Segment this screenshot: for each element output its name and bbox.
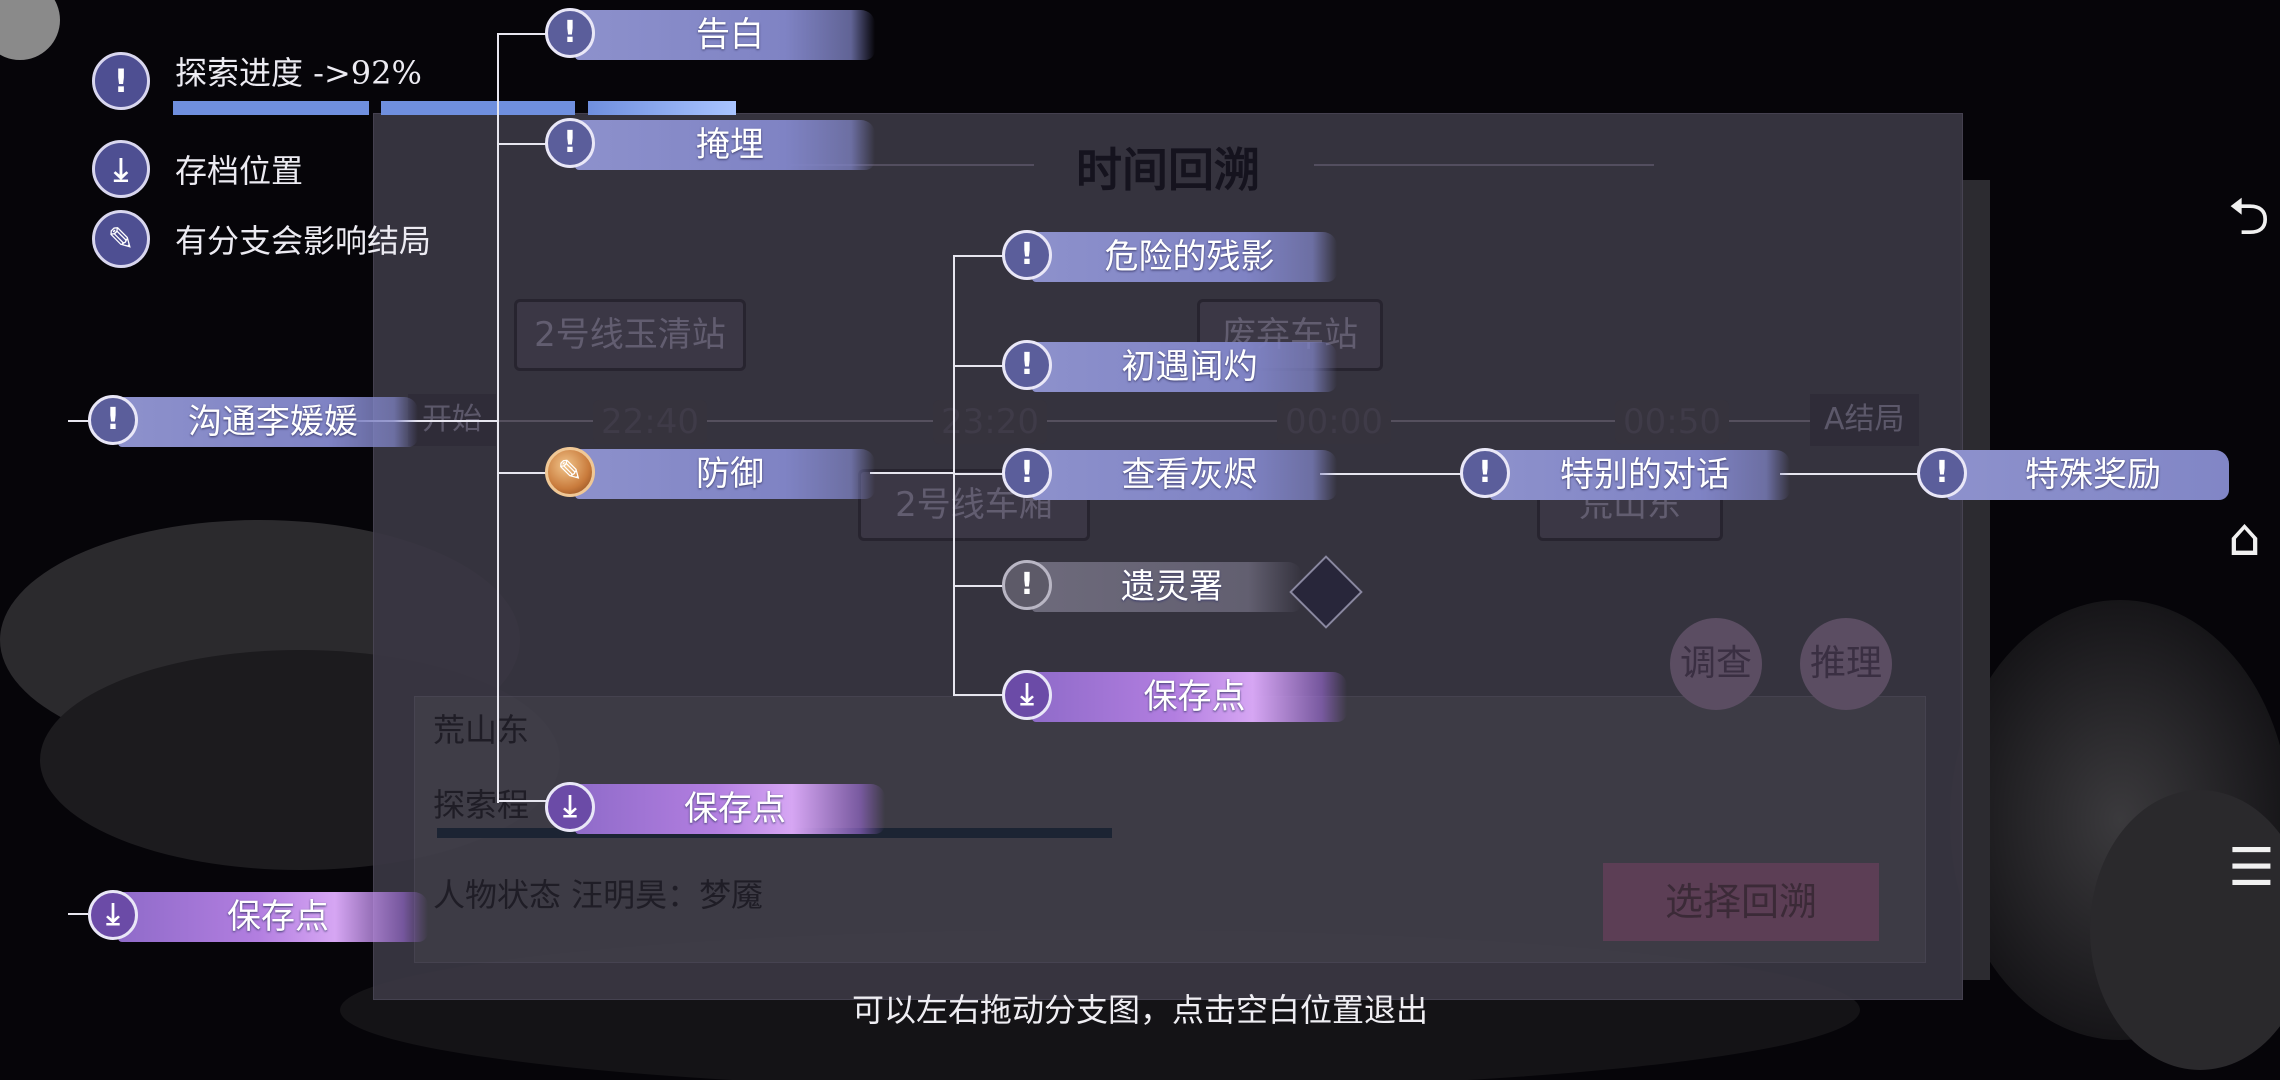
node-bg: [1490, 450, 1790, 500]
exclamation-icon: !: [1002, 340, 1052, 390]
branch-line: [953, 365, 1003, 367]
exclamation-icon: !: [92, 52, 150, 110]
node-save-mid[interactable]: ⤓ 保存点: [1002, 668, 1347, 726]
tree-trunk-left: [497, 33, 499, 803]
node-bg: [575, 784, 885, 834]
panel-status: 人物状态 汪明昊：梦魇: [433, 876, 764, 914]
branch-legend-label: 有分支会影响结局: [175, 222, 432, 260]
node-label: 查看灰烬: [1121, 455, 1258, 495]
node-label: 遗灵署: [1121, 567, 1223, 607]
branch-line: [497, 33, 547, 35]
node-label: 特殊奖励: [2025, 455, 2161, 495]
node-spirit-office[interactable]: ! 遗灵署: [1002, 558, 1302, 616]
node-bg: [575, 10, 875, 60]
tree-trunk-mid: [953, 255, 955, 695]
node-check-ash[interactable]: ! 查看灰烬: [1002, 446, 1337, 504]
branch-line: [870, 472, 954, 474]
node-confess[interactable]: ! 告白: [545, 6, 875, 64]
branch-line: [1320, 473, 1470, 475]
branch-line: [953, 473, 1003, 475]
end-marker-a: A结局: [1810, 394, 1919, 446]
node-save-left[interactable]: ⤓ 保存点: [88, 888, 428, 946]
exclamation-icon: !: [545, 118, 595, 168]
home-icon[interactable]: ⌂: [2228, 508, 2262, 568]
panel-location: 荒山东: [433, 711, 530, 749]
save-legend-label: 存档位置: [175, 152, 304, 190]
time-2240: 22:40: [593, 400, 707, 444]
node-label: 保存点: [1143, 677, 1246, 717]
time-2320: 23:20: [933, 400, 1047, 444]
time-rewind-dialog: 时间回溯 2号线玉清站 废弃车站 2号线车厢 荒山东: [373, 113, 1963, 1000]
exclamation-icon: !: [1917, 448, 1967, 498]
branch-impact-icon: ✎: [545, 447, 595, 497]
node-communicate[interactable]: ! 沟通李媛媛: [88, 393, 418, 451]
branch-line: [953, 255, 1003, 257]
investigate-button[interactable]: 调查: [1670, 618, 1762, 710]
node-bg: [118, 397, 418, 447]
node-bg: [575, 449, 875, 499]
exclamation-icon: !: [1002, 448, 1052, 498]
save-folder-icon: ⤓: [545, 782, 595, 832]
menu-icon[interactable]: ☰: [2228, 838, 2275, 898]
exclamation-icon: !: [1002, 230, 1052, 280]
node-defend[interactable]: ✎ 防御: [545, 445, 875, 503]
node-bg: [1032, 562, 1302, 612]
title-divider-right: [1314, 164, 1654, 166]
branch-impact-icon: ✎: [92, 210, 150, 268]
exclamation-icon: !: [545, 8, 595, 58]
node-label: 告白: [696, 15, 764, 55]
dialog-title: 时间回溯: [1076, 143, 1260, 197]
reason-button[interactable]: 推理: [1800, 618, 1892, 710]
save-folder-icon: ⤓: [88, 890, 138, 940]
node-bg: [118, 892, 428, 942]
save-folder-icon: ⤓: [1002, 670, 1052, 720]
hint-text: 可以左右拖动分支图，点击空白位置退出: [851, 991, 1428, 1029]
progress-segment-1: [173, 101, 369, 115]
node-bury[interactable]: ! 掩埋: [545, 116, 875, 174]
node-bg: [575, 120, 875, 170]
branch-line: [1780, 473, 1930, 475]
node-label: 掩埋: [696, 125, 764, 165]
branch-line: [497, 143, 547, 145]
time-0000: 00:00: [1277, 400, 1391, 444]
node-save-bottom[interactable]: ⤓ 保存点: [545, 780, 885, 838]
progress-segment-3: [588, 101, 736, 115]
node-bg: [1032, 342, 1337, 392]
node-label: 保存点: [227, 897, 329, 937]
exclamation-icon: !: [1002, 560, 1052, 610]
branch-line: [497, 472, 547, 474]
exclamation-icon: !: [1460, 448, 1510, 498]
branch-line: [953, 585, 1003, 587]
node-first-meet[interactable]: ! 初遇闻灼: [1002, 338, 1337, 396]
node-label: 危险的残影: [1104, 237, 1275, 277]
node-bg: [1032, 450, 1337, 500]
node-label: 沟通李媛媛: [188, 402, 358, 442]
branch-line: [953, 694, 1003, 696]
node-label: 初遇闻灼: [1121, 347, 1258, 387]
node-bg: [1947, 450, 2229, 500]
branch-line: [497, 800, 547, 802]
node-special-reward[interactable]: ! 特殊奖励: [1917, 446, 2229, 504]
save-folder-icon: ⤓: [92, 140, 150, 198]
progress-segment-2: [381, 101, 575, 115]
branch-line: [68, 913, 88, 915]
back-icon[interactable]: ⮌: [2228, 187, 2270, 247]
node-label: 特别的对话: [1560, 455, 1730, 495]
panel-progress-label: 探索程: [433, 786, 530, 824]
node-bg: [1032, 672, 1347, 722]
node-bg: [1032, 232, 1337, 282]
exclamation-icon: !: [88, 395, 138, 445]
node-label: 保存点: [684, 789, 786, 829]
timeline-track: [410, 420, 1910, 422]
station-yuqing: 2号线玉清站: [514, 299, 746, 371]
progress-label: 探索进度 ->92%: [175, 54, 422, 92]
select-rewind-button[interactable]: 选择回溯: [1603, 863, 1879, 941]
node-label: 防御: [696, 454, 764, 494]
node-danger-shadow[interactable]: ! 危险的残影: [1002, 228, 1337, 286]
node-special-talk[interactable]: ! 特别的对话: [1460, 446, 1790, 504]
time-0050: 00:50: [1615, 400, 1729, 444]
